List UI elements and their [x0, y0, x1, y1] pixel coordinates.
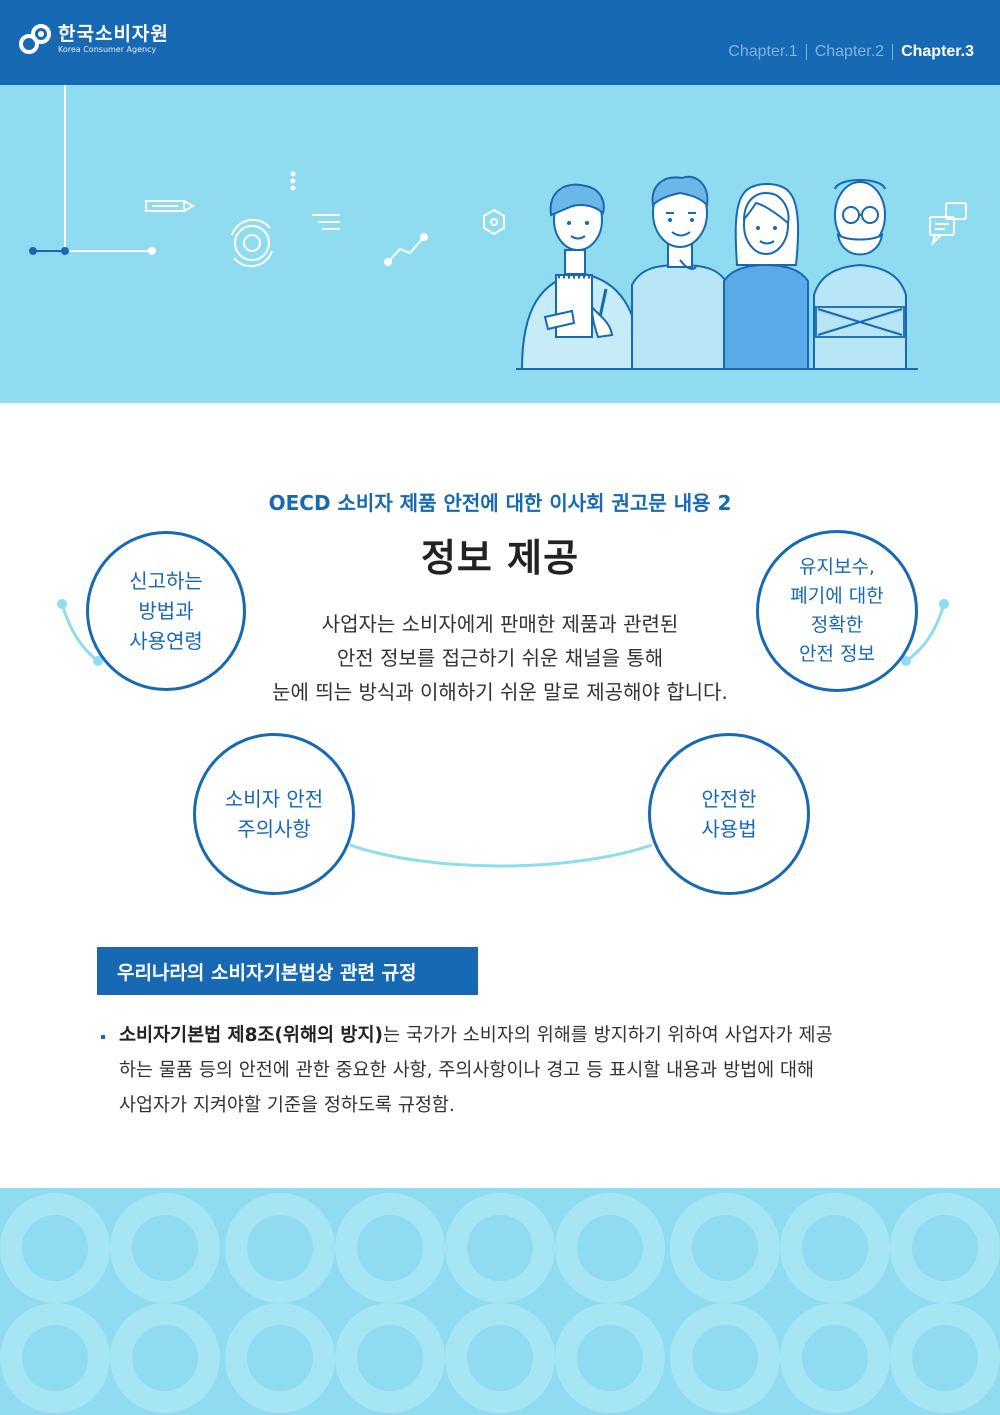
circle-report-method: 신고하는 방법과 사용연령 [86, 531, 246, 691]
person-arms-crossed [813, 179, 907, 370]
person-with-notepad [520, 183, 642, 370]
regulation-text: 사업자가 지켜야할 기준을 정하도록 규정함. [119, 1095, 455, 1116]
description: 사업자는 소비자에게 판매한 제품과 관련된 안전 정보를 접근하기 쉬운 채널… [0, 607, 1000, 709]
bullet-marker [101, 1035, 105, 1039]
hero-illustration [29, 85, 967, 370]
circuit-nodes [29, 247, 156, 255]
description-line: 눈에 띄는 방식과 이해하기 쉬운 말로 제공해야 합니다. [272, 680, 728, 704]
cube-icon [483, 208, 505, 236]
chat-icon [929, 202, 967, 247]
org-name-ko: 한국소비자원 [58, 22, 169, 45]
divider [892, 44, 894, 60]
text-lines-icon [312, 214, 340, 230]
hero-banner [0, 85, 1000, 403]
circle-text: 방법과 [138, 599, 194, 623]
circle-text: 주의사항 [237, 817, 311, 841]
regulation-law-title: 소비자기본법 제8조(위해의 방지) [119, 1025, 383, 1046]
chapter-2-link[interactable]: Chapter.2 [814, 43, 885, 60]
regulation-text: 하는 물품 등의 안전에 관한 중요한 사항, 주의사항이나 경고 등 표시할 … [119, 1060, 815, 1081]
description-line: 안전 정보를 접근하기 쉬운 채널을 통해 [336, 646, 664, 670]
connector-lines [57, 599, 949, 868]
main-content: OECD 소비자 제품 안전에 대한 이사회 권고문 내용 2 정보 제공 사업… [0, 403, 1000, 1188]
person-smiling [631, 175, 729, 370]
footer-pattern [0, 1188, 1000, 1415]
description-line: 사업자는 소비자에게 판매한 제품과 관련된 [321, 612, 679, 636]
org-name-en: Korea Consumer Agency [58, 44, 157, 54]
chapter-1-link[interactable]: Chapter.1 [728, 43, 798, 60]
line-graph-icon [384, 233, 428, 266]
circle-text: 안전한 [701, 787, 757, 811]
logo[interactable]: 한국소비자원 Korea Consumer Agency [18, 22, 169, 56]
ring-pattern [0, 1193, 1000, 1413]
gear-icon [231, 218, 273, 268]
regulation-bullet: 소비자기본법 제8조(위해의 방지)는 국가가 소비자의 위해를 방지하기 위하… [97, 1018, 917, 1123]
page-title: 정보 제공 [420, 536, 580, 580]
divider [805, 44, 807, 60]
circle-text: 소비자 안전 [224, 787, 324, 811]
chapter-nav: Chapter.1 Chapter.2 Chapter.3 [728, 43, 974, 61]
regulation-heading: 우리나라의 소비자기본법상 관련 규정 [97, 947, 478, 995]
circle-text: 안전 정보 [799, 643, 875, 665]
section-subtitle: OECD 소비자 제품 안전에 대한 이사회 권고문 내용 2 [268, 491, 732, 515]
person-woman [723, 183, 809, 370]
pencil-icon [145, 200, 196, 212]
circle-text: 신고하는 [129, 569, 203, 593]
circle-safe-usage: 안전한 사용법 [648, 733, 810, 895]
circle-text: 유지보수, [799, 556, 875, 578]
circle-maintenance-info: 유지보수, 폐기에 대한 정확한 안전 정보 [756, 530, 918, 692]
circle-text: 정확한 [810, 614, 864, 636]
regulation-text: 는 국가가 소비자의 위해를 방지하기 위하여 사업자가 제공 [382, 1025, 833, 1046]
circuit-lines [32, 85, 155, 252]
circle-text: 사용법 [701, 817, 757, 841]
circle-text: 사용연령 [129, 629, 203, 653]
top-bar: 한국소비자원 Korea Consumer Agency Chapter.1 C… [0, 0, 1000, 85]
logo-mark-icon [19, 24, 51, 54]
chapter-3-link[interactable]: Chapter.3 [901, 43, 974, 60]
people-illustration [516, 175, 918, 370]
dots-icon [290, 171, 296, 191]
circle-safety-notes: 소비자 안전 주의사항 [193, 733, 355, 895]
circle-text: 폐기에 대한 [790, 585, 884, 607]
